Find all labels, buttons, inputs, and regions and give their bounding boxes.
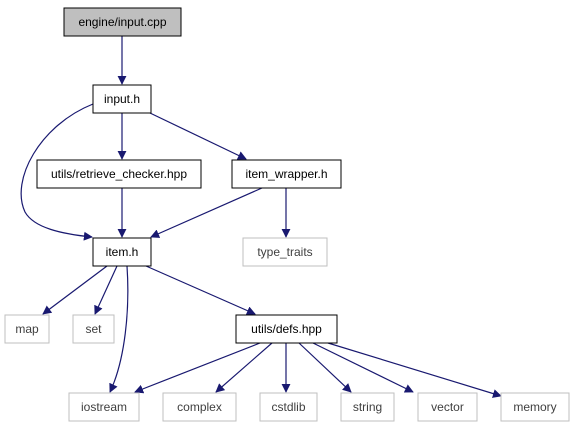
node-box: [340, 392, 395, 422]
edge-defs-to-memory: [327, 342, 502, 398]
node-retrieve[interactable]: utils/retrieve_checker.hpp: [36, 159, 202, 189]
node-root[interactable]: engine/input.cpp: [63, 7, 182, 37]
edge-input_h-to-item_h: [20, 103, 94, 241]
node-complex: complex: [162, 392, 237, 422]
node-memory: memory: [500, 392, 570, 422]
node-label: vector: [431, 400, 464, 414]
node-box: [242, 237, 328, 267]
node-label: memory: [513, 400, 556, 414]
edge-defs-to-string: [298, 342, 352, 393]
node-label: engine/input.cpp: [78, 15, 166, 29]
node-box: [162, 392, 237, 422]
node-box: [36, 159, 202, 189]
node-label: iostream: [81, 400, 127, 414]
node-set: set: [72, 314, 115, 344]
node-map: map: [4, 314, 50, 344]
node-label: string: [353, 400, 382, 414]
edge-input_h-to-wrapper: [149, 112, 247, 160]
node-box: [72, 314, 115, 344]
node-wrapper[interactable]: item_wrapper.h: [231, 159, 342, 189]
node-defs[interactable]: utils/defs.hpp: [235, 314, 338, 344]
edge-wrapper-to-item_h: [150, 187, 263, 238]
edges-layer: [20, 36, 502, 398]
node-cstdlib: cstdlib: [259, 392, 318, 422]
node-label: utils/retrieve_checker.hpp: [51, 167, 187, 181]
node-label: map: [15, 322, 39, 336]
node-vector: vector: [417, 392, 478, 422]
node-label: type_traits: [257, 245, 312, 259]
node-label: item.h: [106, 245, 139, 259]
edge-defs-to-iostream: [134, 342, 261, 394]
node-box: [235, 314, 338, 344]
node-box: [259, 392, 318, 422]
node-label: cstdlib: [271, 400, 305, 414]
node-box: [231, 159, 342, 189]
node-box: [4, 314, 50, 344]
node-type_traits: type_traits: [242, 237, 328, 267]
node-string: string: [340, 392, 395, 422]
edge-defs-to-complex: [215, 342, 273, 393]
node-input_h[interactable]: input.h: [92, 84, 152, 114]
node-box: [92, 84, 152, 114]
edge-item_h-to-map: [42, 265, 108, 315]
edge-item_h-to-iostream: [109, 265, 129, 393]
edge-item_h-to-defs: [145, 265, 256, 315]
edge-defs-to-vector: [312, 342, 414, 393]
node-box: [417, 392, 478, 422]
node-label: complex: [177, 400, 222, 414]
node-box: [92, 237, 152, 267]
node-box: [500, 392, 570, 422]
node-label: item_wrapper.h: [245, 167, 327, 181]
node-box: [68, 392, 140, 422]
node-box: [63, 7, 182, 37]
node-iostream: iostream: [68, 392, 140, 422]
node-label: set: [85, 322, 102, 336]
nodes-layer: engine/input.cpp input.h utils/retrieve_ch…: [4, 7, 570, 422]
node-label: input.h: [104, 92, 140, 106]
edge-item_h-to-set: [94, 265, 118, 315]
node-item_h[interactable]: item.h: [92, 237, 152, 267]
node-label: utils/defs.hpp: [251, 322, 322, 336]
